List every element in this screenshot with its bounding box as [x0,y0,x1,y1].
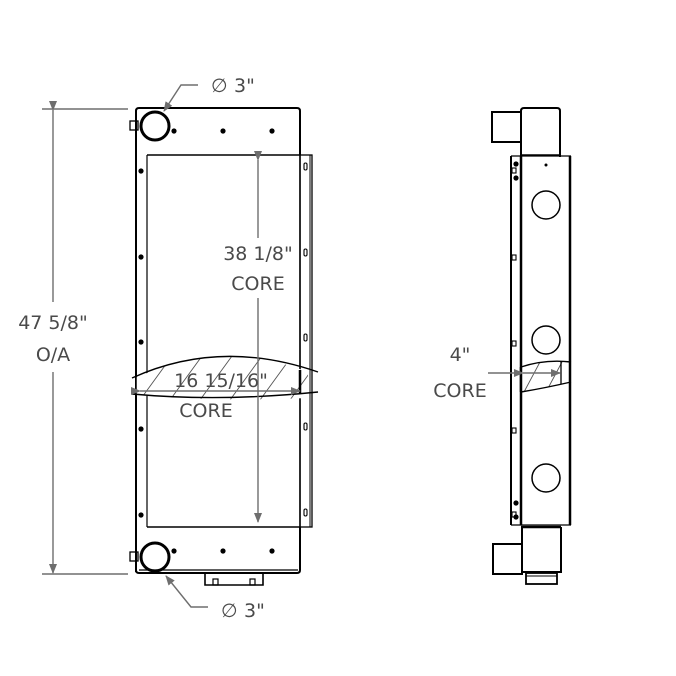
bottom-outlet-diameter: 3" [244,600,265,622]
overall-height-dimension [42,101,128,575]
core-depth-label: CORE [433,380,486,402]
core-height-value: 38 1/8" [223,243,293,265]
bottom-outlet-callout: ∅ 3" [221,600,265,622]
top-inlet-leader [163,84,198,112]
side-bottom-pipe [492,525,562,585]
overall-height-value: 47 5/8" [18,312,88,334]
core-width-label: CORE [179,400,232,422]
top-tank-bolts [171,128,275,134]
front-view [42,84,319,608]
bottom-outlet-leader [165,575,208,608]
side-body [510,155,572,526]
side-ports [531,190,561,493]
top-inlet-callout: ∅ 3" [211,75,255,97]
top-inlet-diameter: 3" [234,75,255,97]
bottom-outlet-pipe [129,541,171,573]
core-height-label: CORE [231,273,284,295]
diameter-symbol-top: ∅ [211,75,228,97]
core-depth-value: 4" [450,344,471,366]
diameter-symbol-bottom: ∅ [221,600,238,622]
top-inlet-pipe [129,110,171,142]
bottom-tank-bolts [171,548,275,554]
left-side-bolts [138,168,144,518]
side-break-section [519,360,572,393]
core-width-value: 16 15/16" [174,370,268,392]
side-view [488,107,572,585]
overall-height-label: O/A [36,344,70,366]
right-side-slots [303,162,308,517]
side-fasteners [511,161,519,520]
front-frame [135,107,313,586]
side-top-pipe [491,107,561,157]
